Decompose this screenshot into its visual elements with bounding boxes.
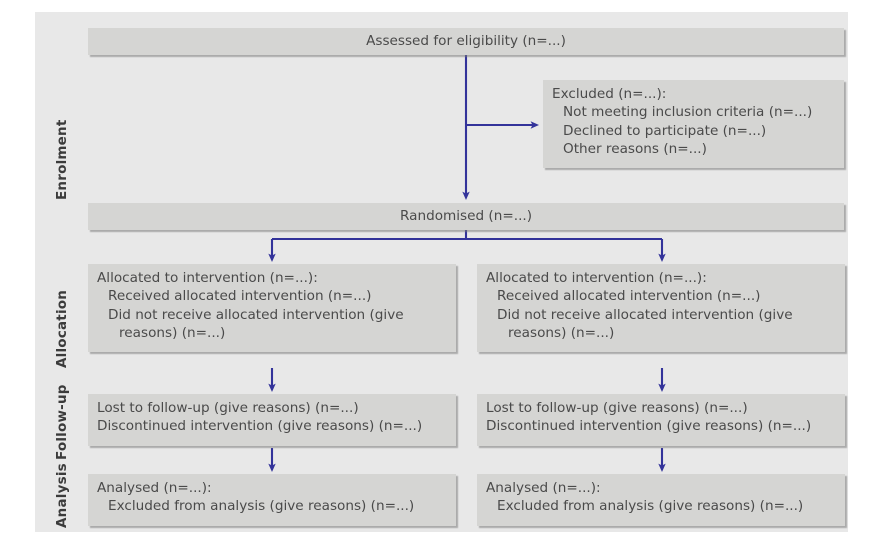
analysis-left-line-1: Analysed (n=...):	[97, 480, 212, 496]
allocated-right-line-4: reasons) (n=...)	[508, 325, 615, 342]
followup-right-line-1: Lost to follow-up (give reasons) (n=...)	[486, 400, 748, 416]
followup-left-line-1: Lost to follow-up (give reasons) (n=...)	[97, 400, 359, 416]
box-analysis-left: Analysed (n=...): Excluded from analysis…	[88, 474, 456, 526]
stage-label-followup: Follow-up	[54, 384, 70, 460]
allocated-right-line-1: Allocated to intervention (n=...):	[486, 270, 707, 286]
box-followup-left: Lost to follow-up (give reasons) (n=...)…	[88, 394, 456, 446]
analysis-right-line-2: Excluded from analysis (give reasons) (n…	[497, 498, 804, 515]
box-allocated-right: Allocated to intervention (n=...): Recei…	[477, 264, 845, 352]
box-excluded: Excluded (n=...): Not meeting inclusion …	[543, 80, 844, 168]
excluded-line-2: Not meeting inclusion criteria (n=...)	[563, 104, 813, 121]
allocated-left-line-2: Received allocated intervention (n=...)	[108, 288, 372, 305]
allocated-left-line-3: Did not receive allocated intervention (…	[108, 306, 404, 323]
box-analysis-right: Analysed (n=...): Excluded from analysis…	[477, 474, 845, 526]
stage-label-analysis: Analysis	[54, 463, 70, 528]
box-randomised: Randomised (n=...)	[88, 203, 844, 230]
allocated-right-line-2: Received allocated intervention (n=...)	[497, 288, 761, 305]
stage-label-allocation: Allocation	[54, 289, 70, 368]
excluded-line-3: Declined to participate (n=...)	[563, 122, 767, 139]
analysis-right-line-1: Analysed (n=...):	[486, 480, 601, 496]
analysis-left-line-2: Excluded from analysis (give reasons) (n…	[108, 498, 415, 515]
stage-label-enrolment: Enrolment	[54, 119, 70, 200]
allocated-left-line-1: Allocated to intervention (n=...):	[97, 270, 318, 286]
excluded-line-4: Other reasons (n=...)	[563, 141, 707, 158]
box-followup-right: Lost to follow-up (give reasons) (n=...)…	[477, 394, 845, 446]
assessed-line-1: Assessed for eligibility (n=...)	[366, 33, 566, 50]
allocated-left-line-4: reasons) (n=...)	[119, 325, 226, 342]
box-assessed-for-eligibility: Assessed for eligibility (n=...)	[88, 28, 844, 55]
box-allocated-left: Allocated to intervention (n=...): Recei…	[88, 264, 456, 352]
followup-left-line-2: Discontinued intervention (give reasons)…	[97, 418, 423, 435]
excluded-line-1: Excluded (n=...):	[552, 86, 667, 102]
followup-right-line-2: Discontinued intervention (give reasons)…	[486, 418, 812, 435]
randomised-line-1: Randomised (n=...)	[399, 208, 533, 225]
allocated-right-line-3: Did not receive allocated intervention (…	[497, 306, 793, 323]
